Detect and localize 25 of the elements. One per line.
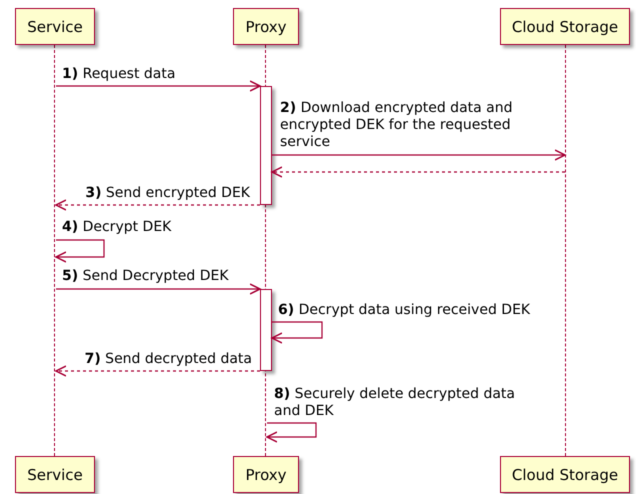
participant-box: Cloud Storage: [500, 8, 630, 45]
lifeline: [54, 45, 56, 456]
activation-bar: [260, 289, 272, 371]
self-message-arrow: [55, 239, 105, 263]
message-label: 7) Send decrypted data: [84, 351, 252, 368]
message-label: 6) Decrypt data using received DEK: [278, 302, 530, 319]
return-arrow: [55, 199, 260, 211]
message-arrow: [272, 149, 566, 161]
self-message-arrow: [266, 422, 317, 443]
participant-box: Service: [15, 456, 95, 493]
return-arrow: [55, 365, 260, 377]
self-message-arrow: [271, 321, 323, 344]
message-label: 1) Request data: [62, 66, 176, 83]
participant-box: Proxy: [233, 456, 299, 493]
activation-bar: [260, 86, 272, 205]
return-arrow: [271, 166, 565, 178]
lifeline: [565, 45, 567, 456]
message-arrow: [56, 80, 261, 92]
message-arrow: [56, 283, 261, 295]
participant-box: Cloud Storage: [500, 456, 630, 493]
participant-box: Proxy: [233, 8, 299, 45]
message-label: 4) Decrypt DEK: [62, 219, 172, 236]
message-label: 5) Send Decrypted DEK: [62, 268, 229, 285]
participant-box: Service: [15, 8, 95, 45]
message-label: 3) Send encrypted DEK: [85, 185, 250, 202]
